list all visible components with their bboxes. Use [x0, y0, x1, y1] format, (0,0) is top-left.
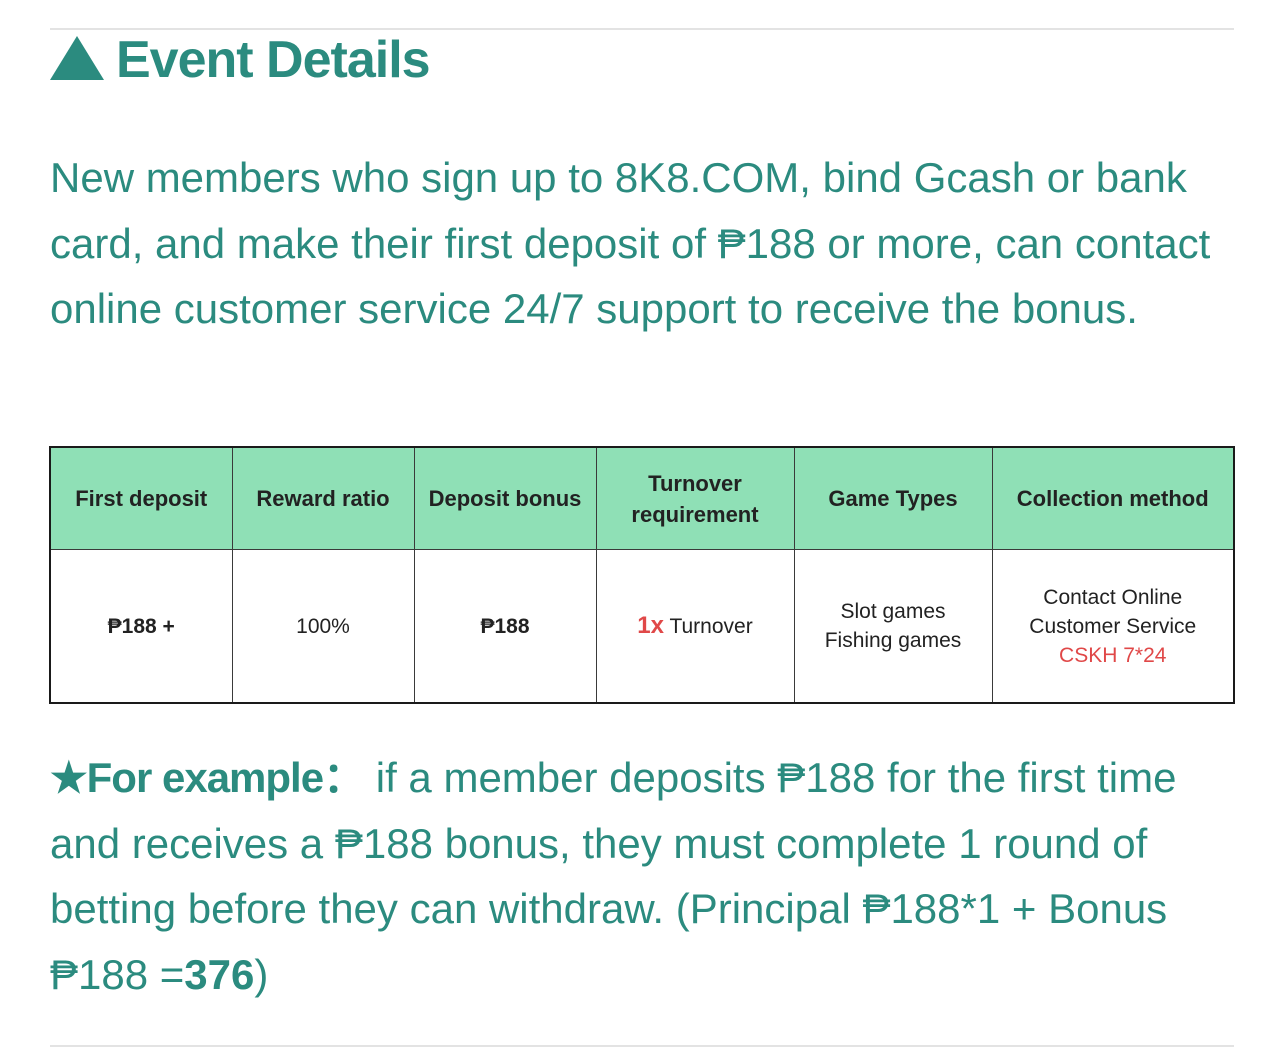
- section-title: Event Details: [116, 31, 431, 89]
- cell-game-types: Slot games Fishing games: [793, 549, 993, 704]
- header-turnover-line1: Turnover: [648, 470, 742, 496]
- header-collection-method: Collection method: [991, 446, 1235, 550]
- game-type-fishing: Fishing games: [824, 629, 962, 652]
- header-turnover-line2: requirement: [631, 501, 759, 527]
- header-game-types: Game Types: [793, 446, 993, 550]
- header-first-deposit: First deposit: [49, 446, 233, 550]
- header-turnover-requirement: Turnover requirement: [595, 446, 795, 550]
- intro-paragraph: New members who sign up to 8K8.COM, bind…: [50, 154, 1211, 332]
- example-close: ): [254, 950, 269, 998]
- section-heading: Event Details: [50, 30, 431, 90]
- game-type-slot: Slot games: [840, 600, 946, 623]
- cell-deposit-bonus: ₱188: [413, 549, 597, 704]
- triangle-icon: [50, 36, 104, 80]
- collection-line-2: Customer Service: [1029, 614, 1197, 638]
- turnover-multiplier: 1x: [637, 612, 664, 639]
- cell-first-deposit: ₱188 +: [49, 549, 233, 704]
- example-text: if a member deposits ₱188 for the first …: [50, 754, 1177, 998]
- turnover-text: Turnover: [669, 615, 753, 638]
- example-total: 376: [184, 950, 255, 998]
- table-header-row: First deposit Reward ratio Deposit bonus…: [49, 446, 1235, 550]
- example-paragraph: ★For example： if a member deposits ₱188 …: [50, 745, 1250, 1007]
- collection-cskh: CSKH 7*24: [1059, 643, 1167, 667]
- cell-turnover: 1x Turnover: [595, 549, 795, 704]
- top-divider: [50, 28, 1234, 30]
- event-table: First deposit Reward ratio Deposit bonus…: [49, 446, 1235, 704]
- collection-line-1: Contact Online: [1043, 585, 1183, 609]
- bottom-divider: [50, 1045, 1234, 1047]
- header-deposit-bonus: Deposit bonus: [413, 446, 597, 550]
- cell-reward-ratio: 100%: [231, 549, 415, 704]
- example-label: ★For example：: [50, 754, 365, 801]
- table-row: ₱188 + 100% ₱188 1x Turnover Slot games …: [49, 549, 1235, 704]
- header-reward-ratio: Reward ratio: [231, 446, 415, 550]
- cell-collection-method: Contact Online Customer Service CSKH 7*2…: [991, 549, 1235, 704]
